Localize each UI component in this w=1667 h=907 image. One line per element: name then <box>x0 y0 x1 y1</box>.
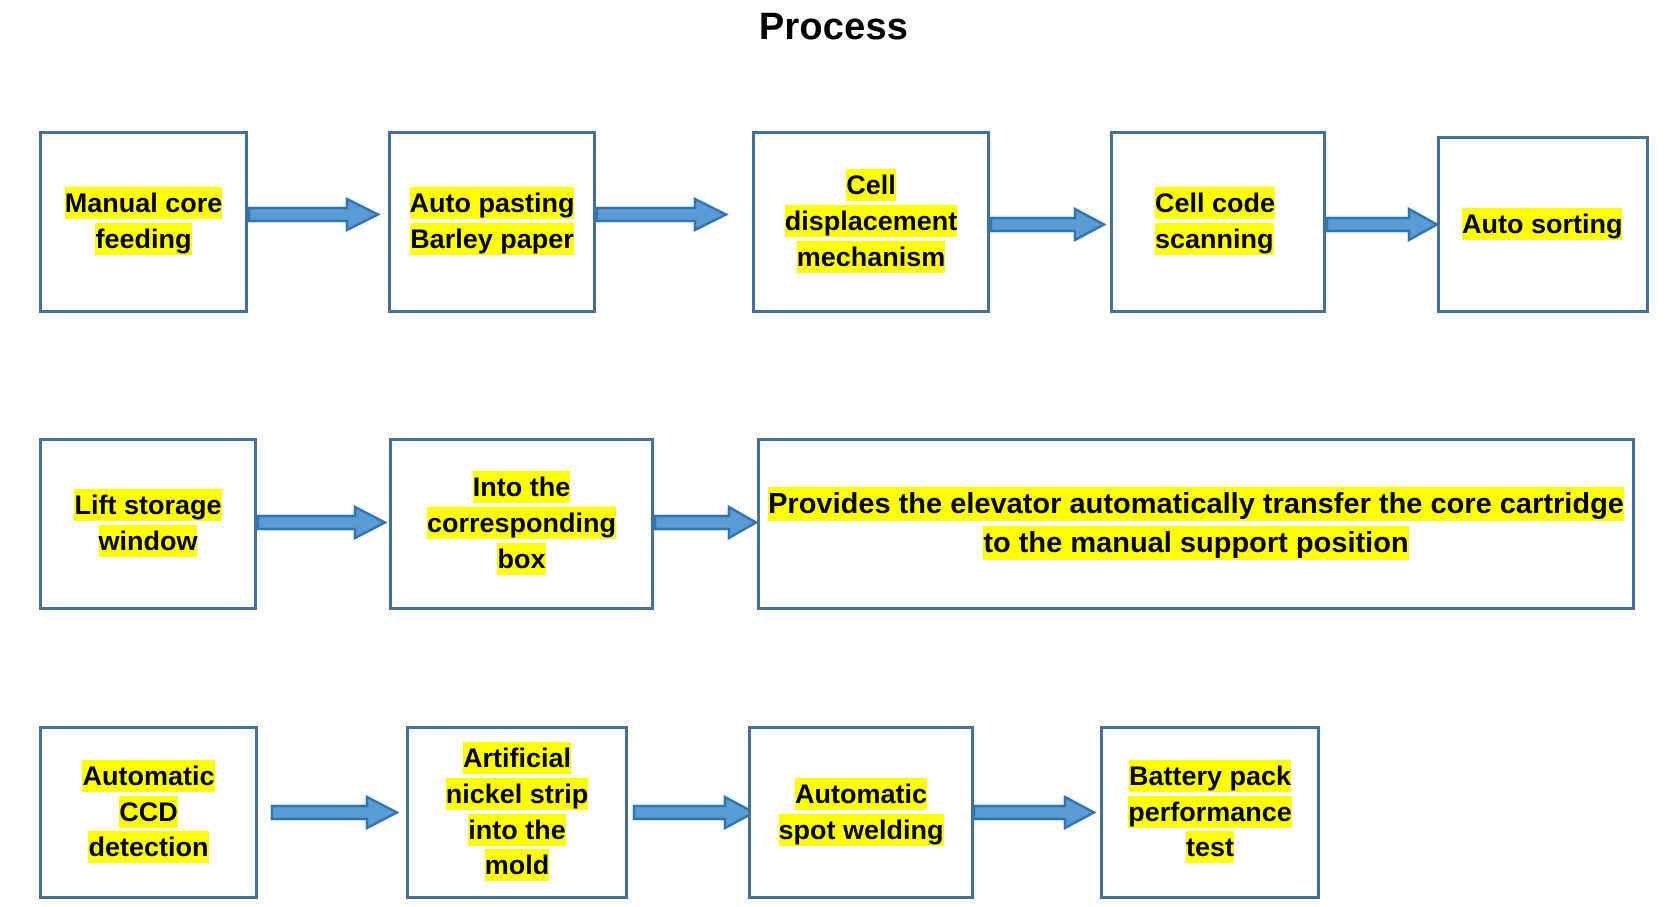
flow-node-label: Automatic spot welding <box>775 777 948 849</box>
flow-node-label: Manual core feeding <box>61 186 227 258</box>
flow-node-text: Auto pasting Barley paper <box>409 187 575 255</box>
flow-node-provides-the-elevator[interactable]: Provides the elevator automatically tran… <box>757 438 1635 610</box>
flow-node-text: Artificial nickel strip into the mold <box>445 741 589 882</box>
flow-node-label: Provides the elevator automatically tran… <box>764 485 1628 562</box>
flow-node-battery-pack-performance-test[interactable]: Battery pack performance test <box>1100 726 1320 899</box>
arrow-connector <box>247 196 381 233</box>
flow-node-text: Battery pack performance test <box>1128 759 1292 864</box>
flow-node-text: Cell code scanning <box>1155 187 1276 255</box>
arrow-connector <box>632 794 757 831</box>
flow-node-text: Cell displacement mechanism <box>784 169 958 273</box>
flow-node-label: Automatic CCD detection <box>78 759 218 867</box>
flow-node-lift-storage-window[interactable]: Lift storage window <box>39 438 257 610</box>
arrow-connector <box>1325 206 1440 243</box>
flow-node-automatic-ccd-detection[interactable]: Automatic CCD detection <box>39 726 258 899</box>
flow-node-label: Cell code scanning <box>1113 186 1279 258</box>
flow-node-label: Artificial nickel strip into the mold <box>442 741 593 885</box>
arrow-connector <box>972 794 1097 831</box>
flow-node-label: Battery pack performance test <box>1124 759 1296 867</box>
flow-node-text: Lift storage window <box>74 489 222 557</box>
flow-node-label: Into the corresponding box <box>423 470 620 578</box>
flow-node-artificial-nickel-strip-into-the-mold[interactable]: Artificial nickel strip into the mold <box>406 726 628 899</box>
flow-node-text: Provides the elevator automatically tran… <box>768 487 1624 560</box>
flow-node-auto-pasting-barley-paper[interactable]: Auto pasting Barley paper <box>388 131 596 313</box>
page-title: Process <box>758 6 909 48</box>
arrow-connector <box>989 206 1107 243</box>
flow-node-text: Automatic spot welding <box>778 777 944 846</box>
flow-node-label: Lift storage window <box>70 488 225 560</box>
arrow-connector <box>256 504 388 541</box>
arrow-connector <box>653 504 759 541</box>
flow-node-text: Into the corresponding box <box>426 471 616 575</box>
flow-node-label: Auto pasting Barley paper <box>406 186 579 258</box>
flow-node-into-the-corresponding-box[interactable]: Into the corresponding box <box>389 438 654 610</box>
arrow-connector <box>270 794 400 831</box>
flow-node-text: Automatic CCD detection <box>82 759 215 864</box>
arrow-connector <box>595 196 729 233</box>
flow-node-manual-core-feeding[interactable]: Manual core feeding <box>39 131 248 313</box>
flow-node-text: Auto sorting <box>1462 207 1623 240</box>
flow-node-cell-code-scanning[interactable]: Cell code scanning <box>1110 131 1326 313</box>
flow-node-automatic-spot-welding[interactable]: Automatic spot welding <box>748 726 974 899</box>
flow-node-text: Manual core feeding <box>64 187 223 255</box>
flow-node-label: Auto sorting <box>1440 207 1626 243</box>
flow-node-auto-sorting[interactable]: Auto sorting <box>1437 136 1649 313</box>
flow-node-label: Cell displacement mechanism <box>781 168 962 276</box>
flow-node-cell-displacement-mechanism[interactable]: Cell displacement mechanism <box>752 131 990 313</box>
